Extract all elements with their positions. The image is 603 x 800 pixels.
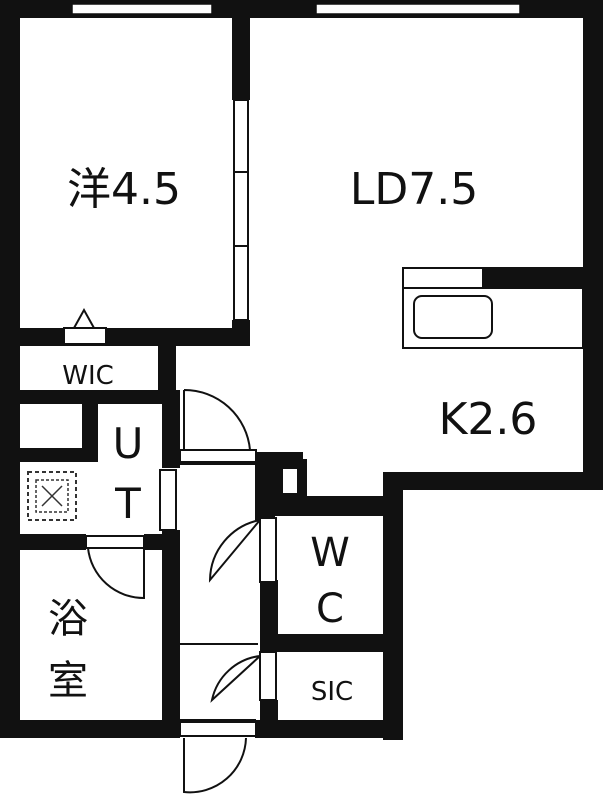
wall-ut-left xyxy=(82,390,98,458)
window-top-right xyxy=(315,3,521,15)
wall-bath-top-right xyxy=(144,534,180,550)
door-entrance xyxy=(179,721,257,794)
label-shoe-closet: SIC xyxy=(311,677,353,707)
wall-wc-bottom xyxy=(260,634,403,652)
label-bath-1: 浴 xyxy=(48,596,88,642)
corridor-lines xyxy=(180,463,258,721)
interior-walls xyxy=(20,18,403,738)
label-kitchen: K2.6 xyxy=(439,394,538,445)
sliding-partition xyxy=(233,99,249,321)
label-bath-2: 室 xyxy=(48,658,88,704)
wall-step-vertical xyxy=(383,472,403,740)
washing-machine-pan xyxy=(27,471,77,521)
label-western-room: 洋4.5 xyxy=(67,164,181,215)
window-top-left xyxy=(71,3,213,15)
label-utility-u: U xyxy=(113,419,144,468)
wall-washer-top xyxy=(20,448,98,462)
wall-wc-left xyxy=(260,580,278,642)
wall-wic-right xyxy=(158,344,176,390)
wall-kitchen-bottom xyxy=(383,472,603,490)
door-bath xyxy=(85,535,145,600)
pillar-wc xyxy=(273,459,307,503)
doors xyxy=(85,388,277,794)
wall-wc-top xyxy=(255,496,403,516)
wall-room-bottom xyxy=(20,328,250,346)
wall-bath-top xyxy=(20,534,86,550)
wall-bottom-left xyxy=(0,720,180,738)
wall-corridor-left-upper xyxy=(162,390,180,468)
door-corridor-ld xyxy=(179,388,257,463)
wic-entry-marker xyxy=(63,307,107,345)
wall-right-upper xyxy=(583,0,603,290)
door-wc xyxy=(208,517,277,583)
wall-bottom-right xyxy=(255,720,403,738)
label-toilet-c: C xyxy=(316,586,344,632)
wall-room-ld-upper xyxy=(232,18,250,100)
wall-right-kitchen xyxy=(583,290,603,490)
door-sic xyxy=(210,651,277,703)
ut-sliding-door xyxy=(159,469,177,531)
label-toilet-w: W xyxy=(310,530,350,576)
label-utility-t: T xyxy=(114,479,141,528)
wall-sic-left xyxy=(260,700,278,738)
wall-corridor-left-lower xyxy=(162,530,180,738)
sink xyxy=(413,295,493,339)
label-walk-in-closet: WIC xyxy=(62,361,114,391)
wall-left xyxy=(0,0,20,738)
room-labels: 洋4.5 LD7.5 K2.6 WIC U T 浴 室 W C SIC xyxy=(48,164,537,707)
label-living-dining: LD7.5 xyxy=(350,164,478,215)
